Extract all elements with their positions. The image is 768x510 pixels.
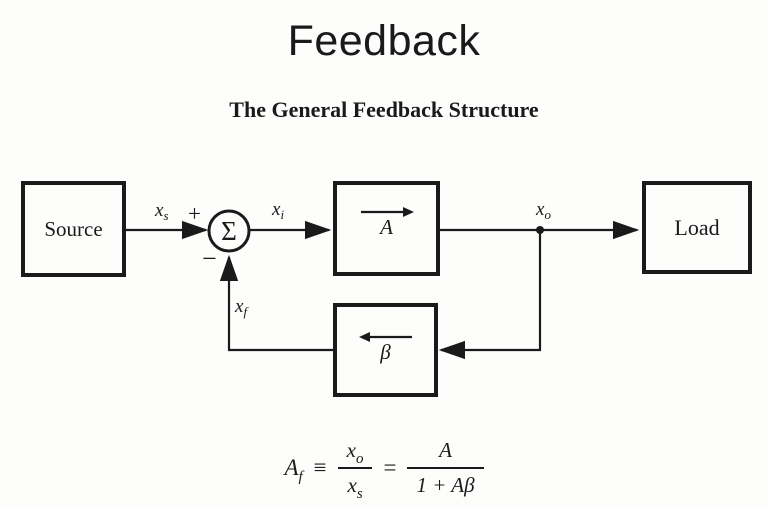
- right-arrow-icon: [360, 207, 414, 217]
- feedback-network-block: β: [333, 303, 438, 397]
- load-block: Load: [642, 181, 752, 274]
- signal-label-xs: xs: [155, 200, 169, 223]
- signal-xo-sub: o: [544, 207, 551, 222]
- page-title: Feedback: [287, 17, 481, 65]
- minus-sign: −: [202, 244, 217, 273]
- frac1-den-base: x: [347, 473, 357, 497]
- signal-xo-base: x: [536, 199, 545, 220]
- formula-lhs-base: A: [284, 455, 299, 480]
- signal-xi-base: x: [272, 199, 281, 220]
- frac1-num-sub: o: [355, 451, 364, 467]
- source-block: Source: [21, 181, 126, 277]
- closed-loop-gain-formula: Af ≡ xo xs = A 1 + Aβ: [0, 438, 768, 502]
- fraction2-denominator: 1 + Aβ: [416, 473, 475, 497]
- signal-xf-sub: f: [243, 304, 248, 319]
- formula-fraction-xo-xs: xo xs: [337, 438, 373, 502]
- equals-sign: =: [383, 455, 397, 480]
- formula-lhs-sub: f: [298, 469, 303, 485]
- frac1-den-sub: s: [356, 486, 363, 502]
- formula-lhs: Af: [284, 455, 302, 485]
- junction-dot: [536, 226, 544, 234]
- wire-beta-to-summer: [219, 254, 333, 352]
- frac1-num-base: x: [346, 438, 356, 462]
- signal-xs-base: x: [155, 200, 164, 221]
- amplifier-block: A: [333, 181, 440, 276]
- signal-xs-sub: s: [163, 208, 169, 223]
- source-label: Source: [44, 216, 103, 241]
- plus-sign: +: [188, 201, 201, 226]
- signal-label-xf: xf: [235, 296, 248, 319]
- formula-fraction-gain: A 1 + Aβ: [407, 438, 484, 498]
- slide-subtitle: The General Feedback Structure: [229, 97, 539, 122]
- fraction1-numerator: xo: [337, 438, 373, 469]
- sigma-symbol: Σ: [221, 216, 237, 246]
- feedback-network-label: β: [380, 339, 391, 364]
- summing-junction-circle: [207, 209, 251, 253]
- fraction2-numerator: A: [407, 438, 484, 469]
- signal-xf-base: x: [235, 296, 244, 317]
- left-arrow-icon: [358, 331, 412, 342]
- signal-label-xi: xi: [272, 199, 285, 222]
- load-label: Load: [674, 214, 720, 240]
- fraction1-denominator: xs: [338, 469, 373, 502]
- equiv-sign: ≡: [313, 455, 327, 480]
- signal-xi-sub: i: [280, 207, 285, 222]
- signal-label-xo: xo: [536, 199, 551, 222]
- amplifier-label: A: [380, 215, 393, 239]
- wire-output-to-beta: [438, 230, 542, 360]
